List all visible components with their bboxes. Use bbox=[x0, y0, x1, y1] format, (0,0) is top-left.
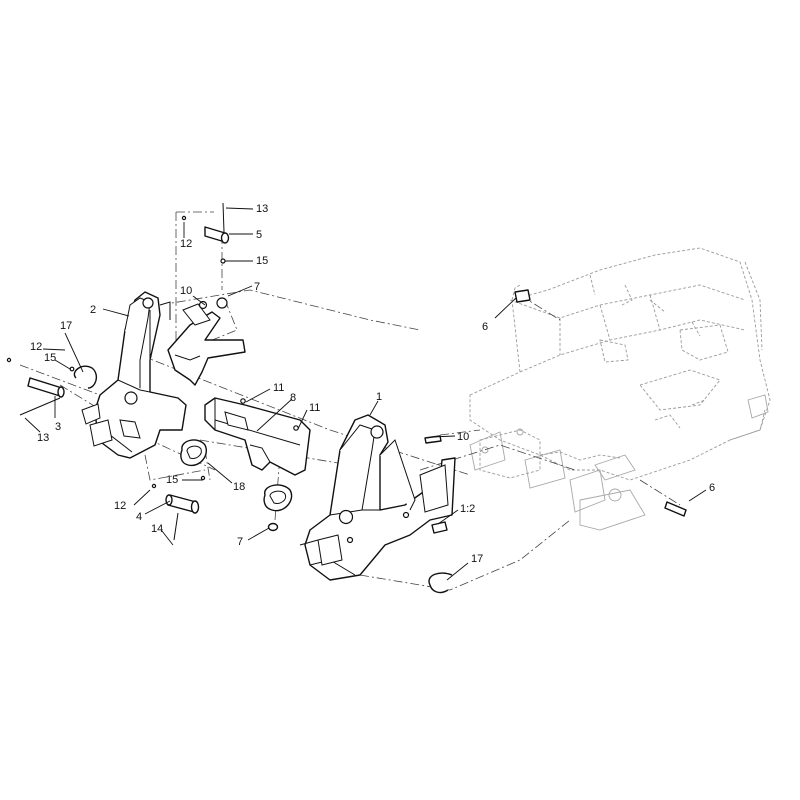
callout-c4: 4 bbox=[136, 511, 142, 523]
callout-c13a: 13 bbox=[256, 203, 268, 215]
rings bbox=[180, 439, 293, 512]
callout-c11a: 11 bbox=[273, 382, 284, 394]
upper-pin bbox=[181, 202, 230, 264]
center-plate bbox=[204, 397, 311, 476]
callout-c17a: 17 bbox=[60, 320, 72, 332]
callout-c6a: 6 bbox=[482, 321, 488, 333]
callout-c13b: 13 bbox=[37, 432, 49, 444]
callout-c14: 14 bbox=[151, 523, 163, 535]
link-plate bbox=[167, 297, 246, 386]
callout-c12c: 12 bbox=[114, 500, 126, 512]
small-hardware bbox=[267, 289, 687, 594]
callout-c1-2: 1:2 bbox=[460, 503, 475, 515]
callout-c10b: 10 bbox=[457, 431, 469, 443]
callout-c3: 3 bbox=[55, 421, 61, 433]
callout-c15a: 15 bbox=[256, 255, 268, 267]
callout-c15b: 15 bbox=[44, 352, 56, 364]
left-pin-group bbox=[6, 357, 98, 416]
left-upright-bracket bbox=[81, 291, 187, 459]
callout-c12b: 12 bbox=[30, 341, 42, 353]
callout-c17b: 17 bbox=[471, 553, 483, 565]
callout-c6b: 6 bbox=[709, 482, 715, 494]
right-upright-bracket bbox=[299, 414, 456, 581]
callout-c18: 18 bbox=[233, 481, 245, 493]
callout-c10a: 10 bbox=[180, 285, 192, 297]
callout-c7b: 7 bbox=[237, 536, 243, 548]
callout-c11b: 11 bbox=[309, 402, 320, 414]
callout-c1: 1 bbox=[376, 391, 382, 403]
callout-c12a: 12 bbox=[180, 238, 192, 250]
callout-c5: 5 bbox=[256, 229, 262, 241]
leader-lines bbox=[24, 207, 707, 581]
callout-c7a: 7 bbox=[254, 281, 260, 293]
callout-c8: 8 bbox=[290, 392, 296, 404]
callout-c2: 2 bbox=[90, 304, 96, 316]
callout-c15c: 15 bbox=[166, 474, 178, 486]
ghost-frame bbox=[469, 247, 771, 531]
